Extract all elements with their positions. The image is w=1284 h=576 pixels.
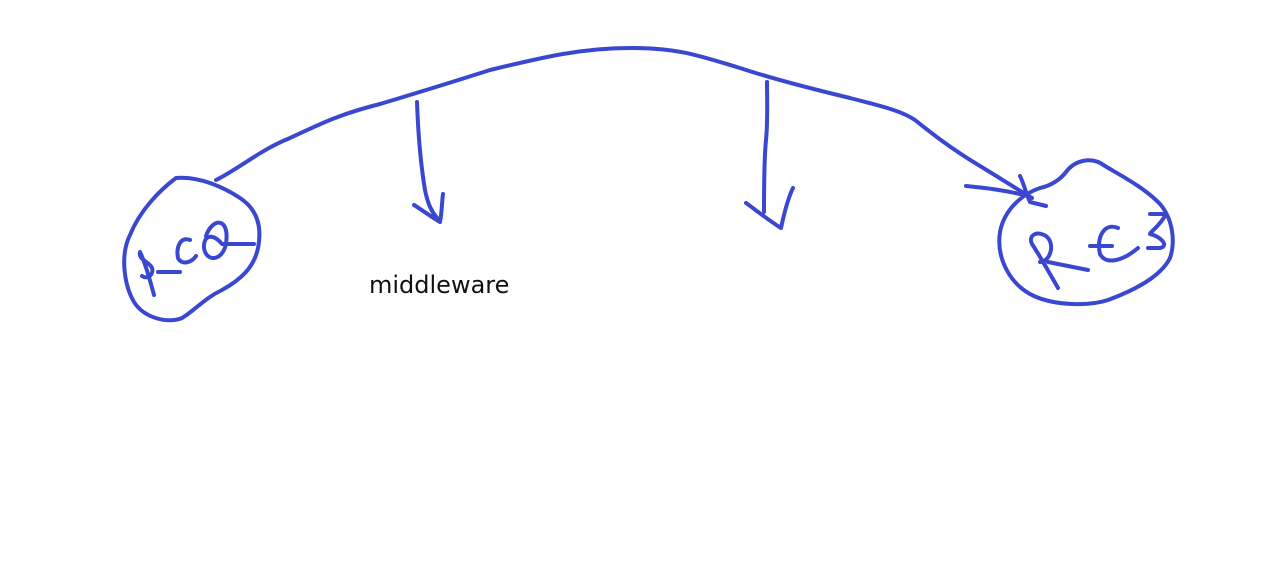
middleware-arrow-2 [744,80,795,230]
req-handwriting [137,220,256,297]
arrow-1-head [412,192,445,224]
arrow-2-head [744,186,795,230]
request-flow-arc [214,46,1048,208]
req-node-outline [122,175,262,323]
req-node [122,175,262,323]
middleware-arrow-1 [412,100,445,224]
res-node [997,158,1175,307]
res-handwriting [1029,212,1168,290]
middleware-label: middleware [369,271,510,299]
res-node-outline [997,158,1175,307]
arrow-1-shaft [415,100,439,220]
arc-arrowhead [964,174,1048,208]
arrow-2-shaft [762,80,770,214]
arc-line [214,46,1034,200]
